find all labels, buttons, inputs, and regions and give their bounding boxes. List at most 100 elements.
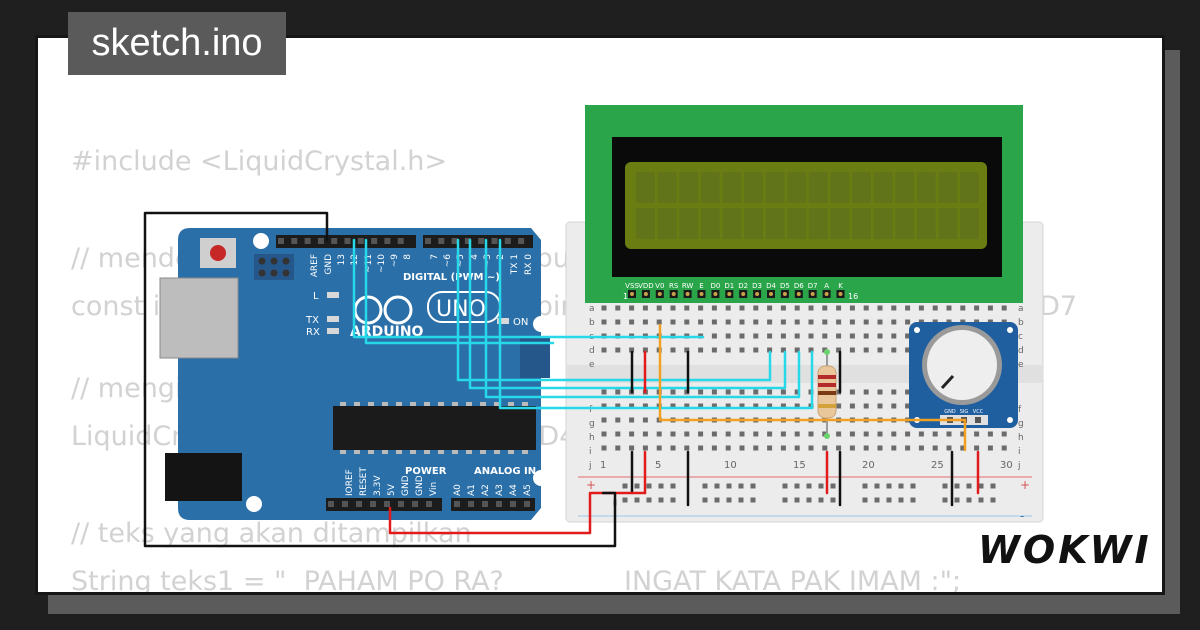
lcd-cell [657,172,677,203]
digital-pin-label: ~6 [443,254,453,268]
header-hole [384,501,390,507]
lcd-pin-pad [713,292,718,296]
breadboard-hole [905,431,911,437]
header-holes [278,238,530,507]
header-hole [398,501,404,507]
lcd-cell [722,208,742,239]
led-tx [327,316,339,322]
chip-leg [480,450,486,454]
power-pin-label: IOREF [345,469,355,496]
breadboard-hole [629,431,635,437]
header-hole [342,501,348,507]
breadboard-hole [863,403,869,409]
power-pin-label: GND [415,475,425,496]
breadboard-hole [725,319,731,325]
breadboard-hole [753,305,759,311]
pot-pin [975,417,981,423]
chip-leg [382,450,388,454]
header-hole [438,238,445,244]
breadboard-hole [822,445,828,451]
analog-pin-label: A0 [453,484,463,496]
analog-pin-label: A4 [509,484,519,496]
header-hole [451,238,458,244]
arduino-logo-right [383,295,413,325]
lcd-cell [830,208,850,239]
wokwi-logo: WOKWI [978,528,1152,572]
header-hole [510,501,516,507]
breadboard-hole [629,347,635,353]
row-label: g [589,419,595,429]
lcd-pin-label: D3 [752,282,762,290]
lcd-pin-label: D4 [766,282,776,290]
breadboard-hole [918,445,924,451]
power-pin-label: 3.3V [373,475,383,496]
chip-leg [494,450,500,454]
icsp-pin [270,269,278,277]
rail-hole [738,497,744,503]
lcd-pin-label: D2 [738,282,748,290]
lcd-pin-label: K [838,282,843,290]
breadboard-hole [698,445,704,451]
breadboard-hole [615,319,621,325]
chip-leg [452,450,458,454]
breadboard-hole [753,445,759,451]
row-label: d [1018,346,1024,356]
breadboard-hole [629,305,635,311]
breadboard-hole [601,389,607,395]
rail-hole [806,483,812,489]
lcd-pin-label: D7 [808,282,818,290]
breadboard-hole [601,431,607,437]
lcd-cell [916,208,936,239]
breadboard-hole [987,445,993,451]
breadboard-hole [960,305,966,311]
breadboard-hole [932,445,938,451]
chip-leg [368,450,374,454]
breadboard-hole [725,389,731,395]
breadboard-hole [808,445,814,451]
rail-hole [862,497,868,503]
lcd-pin-label: RS [669,282,679,290]
analog-pin-label: A1 [467,484,477,496]
row-label: e [1018,360,1024,370]
rail-hole [942,497,948,503]
header-hole [357,238,364,244]
breadboard-hole [642,403,648,409]
breadboard-hole [905,445,911,451]
breadboard-hole [891,319,897,325]
header-hole [356,501,362,507]
digital-pin-label: ~11 [364,254,374,273]
breadboard-hole [905,347,911,353]
breadboard-hole [822,333,828,339]
breadboard-hole [932,431,938,437]
chip-leg [508,450,514,454]
rail-hole [978,483,984,489]
resistor-band [818,375,836,379]
pot-pin-label: VCC [973,409,984,415]
rail-hole [702,497,708,503]
rail-hole [646,497,652,503]
breadboard-hole [946,305,952,311]
breadboard-hole [656,445,662,451]
rail-hole [966,483,972,489]
reset-button[interactable] [210,245,226,261]
rail-holes [622,483,996,503]
rail-hole [750,483,756,489]
lcd-pin-pad [699,292,704,296]
analog-pin-label: A3 [495,484,505,496]
lcd-pin-pad [727,292,732,296]
breadboard-hole [780,431,786,437]
breadboard-hole [780,333,786,339]
breadboard-hole [863,347,869,353]
lcd-cell [895,208,915,239]
breadboard-hole [684,347,690,353]
power-pin-label: 5V [387,483,397,496]
chip-leg [466,402,472,406]
breadboard-hole [1001,431,1007,437]
breadboard-hole [711,319,717,325]
lcd-pin-first: 1 [623,292,628,301]
header-hole [482,501,488,507]
rail-hole [862,483,868,489]
chip-legs [340,402,528,454]
